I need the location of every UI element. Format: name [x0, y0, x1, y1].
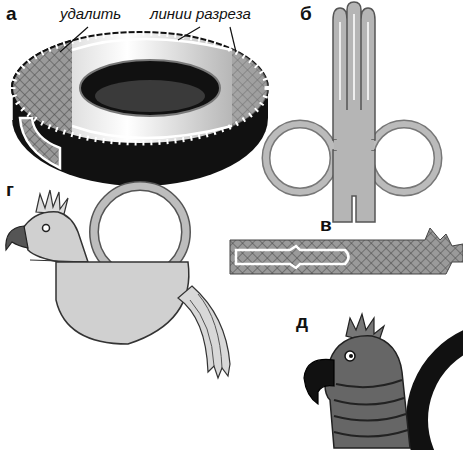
leader-line [230, 27, 236, 52]
panel-letter: в [320, 215, 332, 236]
panel-letter: а [6, 4, 17, 25]
leader-line [60, 27, 88, 52]
tire-strip [230, 228, 463, 274]
part-note: удалить [60, 6, 121, 23]
bird-craft [6, 186, 230, 378]
tire [12, 32, 268, 186]
panel-letter: б [300, 4, 312, 25]
panel-letter: г [6, 180, 14, 201]
cut-piece [266, 2, 438, 222]
parrot-craft [304, 314, 463, 450]
leader-line [178, 27, 200, 40]
part-note: линии разреза [150, 6, 251, 23]
panel-letter: д [296, 312, 308, 333]
